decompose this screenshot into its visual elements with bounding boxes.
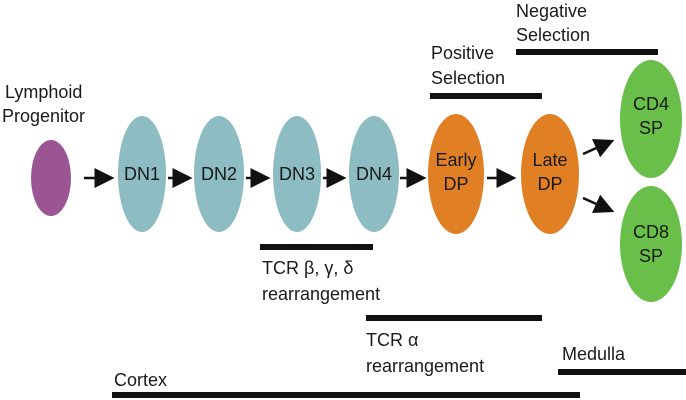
late-dp-label-line2: DP (537, 174, 562, 194)
cd8-sp-label-line2: SP (639, 246, 663, 266)
cd4-sp-node (620, 60, 682, 178)
dn3-node (273, 116, 321, 232)
dn3-label: DN3 (279, 164, 315, 184)
dn1-label: DN1 (124, 164, 160, 184)
early-dp-label-line2: DP (443, 174, 468, 194)
arrow-late-dp-cd8 (582, 194, 615, 213)
dn2-label: DN2 (201, 164, 237, 184)
early-dp-label-line1: Early (435, 150, 476, 170)
cortex-label: Cortex (114, 370, 167, 390)
negative-selection-label-line1: Negative (516, 1, 587, 21)
progenitor-label-line1: Lymphoid (5, 82, 82, 102)
tcr-a-label-line2: rearrangement (366, 356, 484, 376)
dn4-label: DN4 (356, 164, 392, 184)
dn2-node (194, 116, 244, 232)
negative-selection-label-line2: Selection (516, 25, 590, 45)
tcr-bgd-label-line1: TCR β, γ, δ (262, 258, 353, 278)
dn1-node (118, 116, 166, 232)
positive-selection-label-line1: Positive (431, 43, 494, 63)
progenitor-label-line2: Progenitor (2, 106, 85, 126)
arrow-late-dp-cd4 (582, 139, 615, 158)
early-dp-node (428, 114, 484, 234)
cd4-sp-label-line1: CD4 (633, 94, 669, 114)
late-dp-node (521, 114, 579, 234)
cd4-sp-label-line2: SP (639, 118, 663, 138)
cd8-sp-label-line1: CD8 (633, 222, 669, 242)
lymphoid-progenitor-node (31, 140, 71, 216)
positive-selection-label-line2: Selection (431, 68, 505, 88)
medulla-label: Medulla (562, 344, 626, 364)
tcr-bgd-label-line2: rearrangement (262, 284, 380, 304)
cd8-sp-node (620, 186, 682, 302)
dn4-node (349, 116, 399, 232)
tcr-a-label-line1: TCR α (366, 330, 418, 350)
late-dp-label-line1: Late (532, 150, 567, 170)
